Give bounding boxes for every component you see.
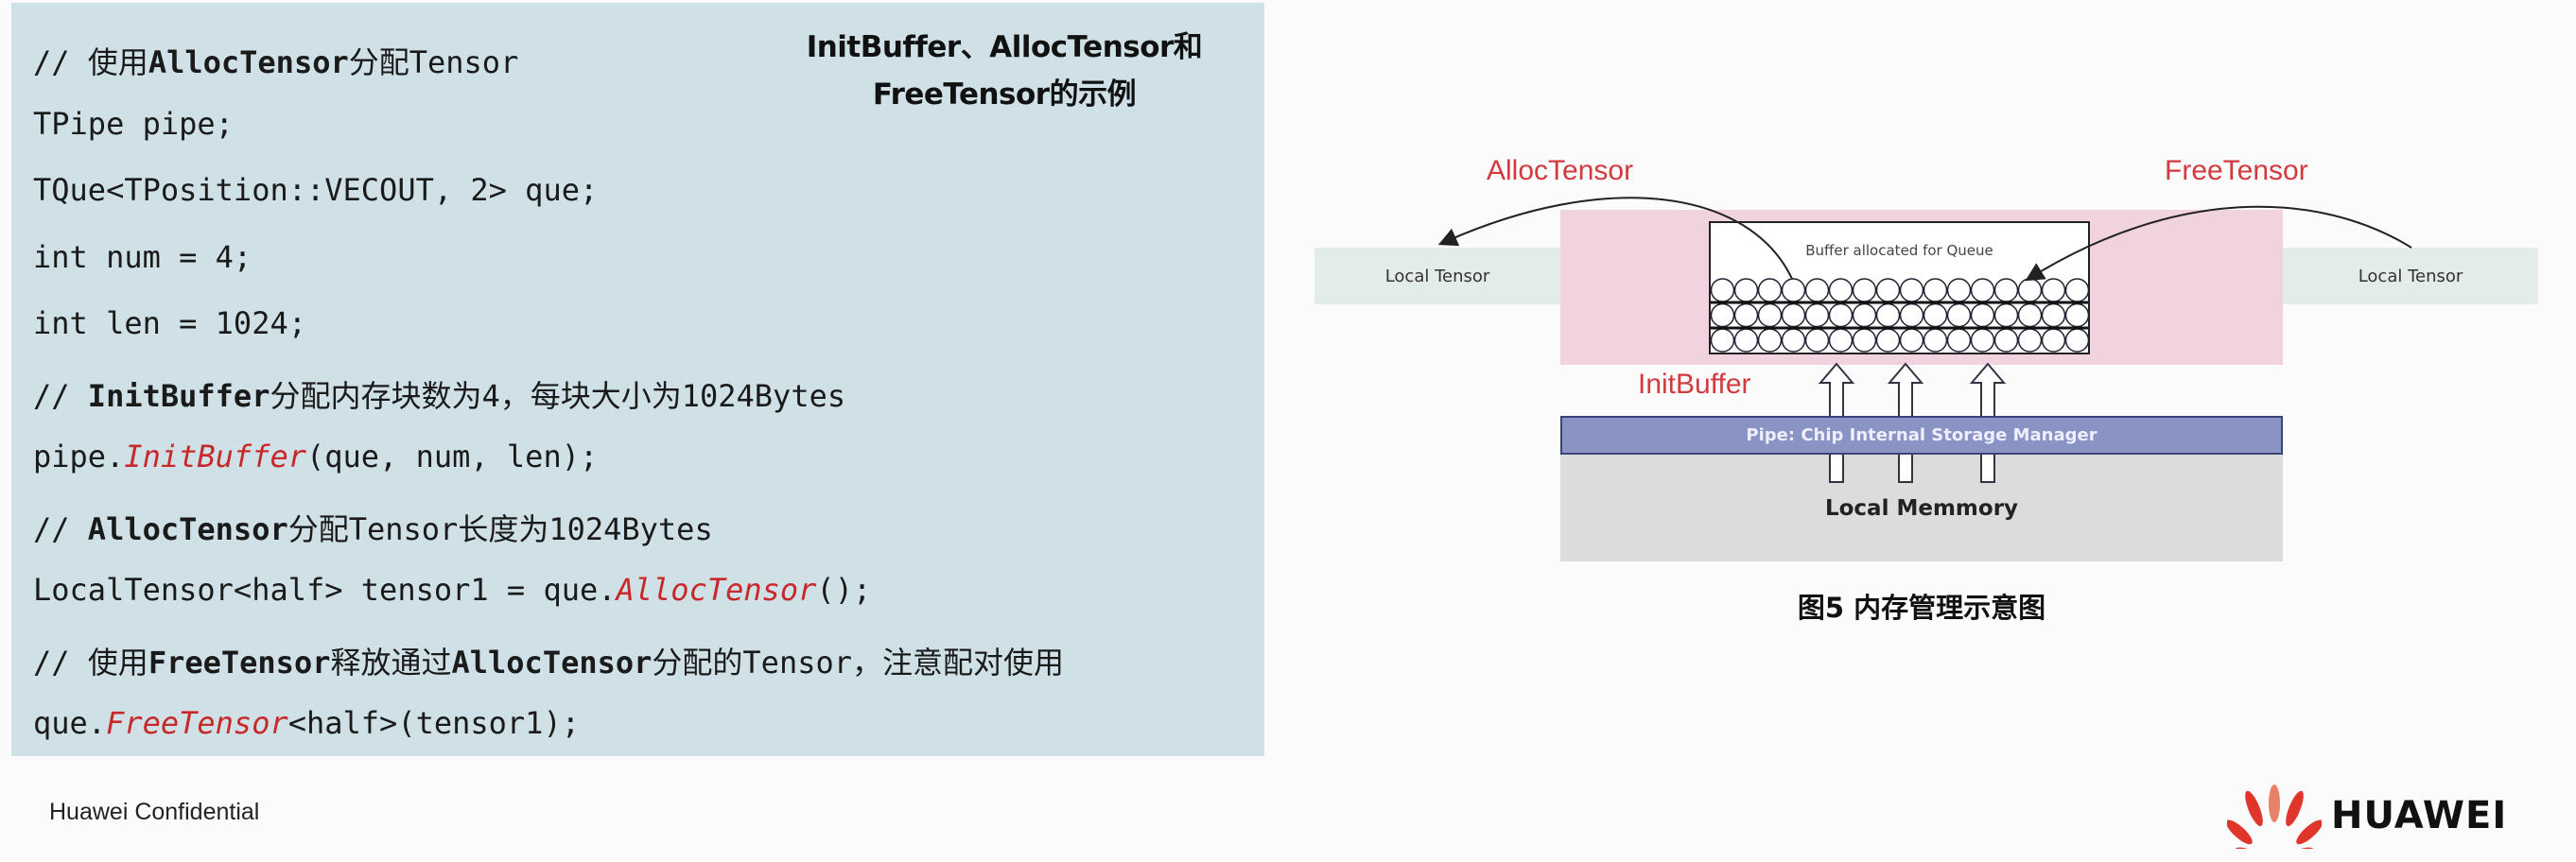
api-name: AllocTensor [148,44,349,80]
title-line-2: FreeTensor的示例 [872,78,1137,112]
local-memory: Local Memmory [1560,455,2283,561]
code-text: int num = 4; [33,238,252,275]
api-name: AllocTensor [87,510,288,547]
free-tensor-label: FreeTensor [2165,155,2308,186]
api-name: FreeTensor [148,644,331,681]
title-line-1: InitBuffer、AllocTensor和 [806,30,1203,64]
free-arrow [2025,205,2412,282]
code-line: // 使用AllocTensor分配Tensor [33,39,518,82]
buffer-label: Buffer allocated for Queue [1805,242,1993,259]
code-text: que. [33,705,107,741]
api-name: InitBuffer [87,377,270,414]
code-text: 分配内存块数为4，每块大小为1024Bytes [270,377,846,414]
local-tensor-left: Local Tensor [1314,248,1560,304]
code-line: que.FreeTensor<half>(tensor1); [33,705,580,741]
code-text: TQue<TPosition::VECOUT, 2> que; [33,172,599,208]
code-text: 分配Tensor [348,44,519,80]
queue-buffer: Buffer allocated for Queue [1709,221,2090,354]
code-text: 释放通过 [330,644,452,681]
buffer-blocks [1711,278,2088,353]
brand-name: HUAWEI [2331,794,2508,837]
code-line: TPipe pipe; [33,106,234,142]
code-line: int len = 1024; [33,305,306,341]
huawei-logo: HUAWEI [2227,783,2507,849]
init-buffer-label: InitBuffer [1638,369,1751,400]
code-text: (); [816,572,872,608]
code-text: int len = 1024; [33,305,306,341]
code-text: TPipe pipe; [33,105,234,142]
code-panel-title: InitBuffer、AllocTensor和 FreeTensor的示例 [758,24,1250,118]
code-line: pipe.InitBuffer(que, num, len); [33,439,598,474]
alloc-arrow [1437,197,1793,280]
code-text: pipe. [33,439,125,474]
code-text: LocalTensor<half> tensor1 = que. [33,572,617,608]
api-call: FreeTensor [106,705,288,741]
code-line: // AllocTensor分配Tensor长度为1024Bytes [33,506,713,549]
confidential-label: Huawei Confidential [49,799,260,825]
code-line: // 使用FreeTensor释放通过AllocTensor分配的Tensor，… [33,639,1064,682]
code-text: // [33,510,88,547]
code-text: (que, num, len); [305,439,599,474]
api-call: AllocTensor [616,572,817,608]
pipe-bar: Pipe: Chip Internal Storage Manager [1560,416,2283,455]
code-line: // InitBuffer分配内存块数为4，每块大小为1024Bytes [33,372,845,416]
code-text: // 使用 [33,644,148,681]
code-text: <half>(tensor1); [287,705,580,741]
huawei-petals-icon [2227,784,2322,849]
local-tensor-right: Local Tensor [2283,248,2538,304]
alloc-tensor-label: AllocTensor [1487,155,1634,186]
code-line: int num = 4; [33,239,252,275]
code-text: // 使用 [33,44,148,80]
figure-caption: 图5 内存管理示意图 [1797,592,2046,624]
code-text: // [33,377,88,414]
code-line: LocalTensor<half> tensor1 = que.AllocTen… [33,572,871,608]
api-call: InitBuffer [124,439,306,474]
code-example-panel: InitBuffer、AllocTensor和 FreeTensor的示例 //… [11,3,1264,756]
code-line: TQue<TPosition::VECOUT, 2> que; [33,172,598,208]
api-name: AllocTensor [451,644,653,681]
code-text: 分配的Tensor，注意配对使用 [652,644,1065,681]
code-text: 分配Tensor长度为1024Bytes [287,510,713,547]
